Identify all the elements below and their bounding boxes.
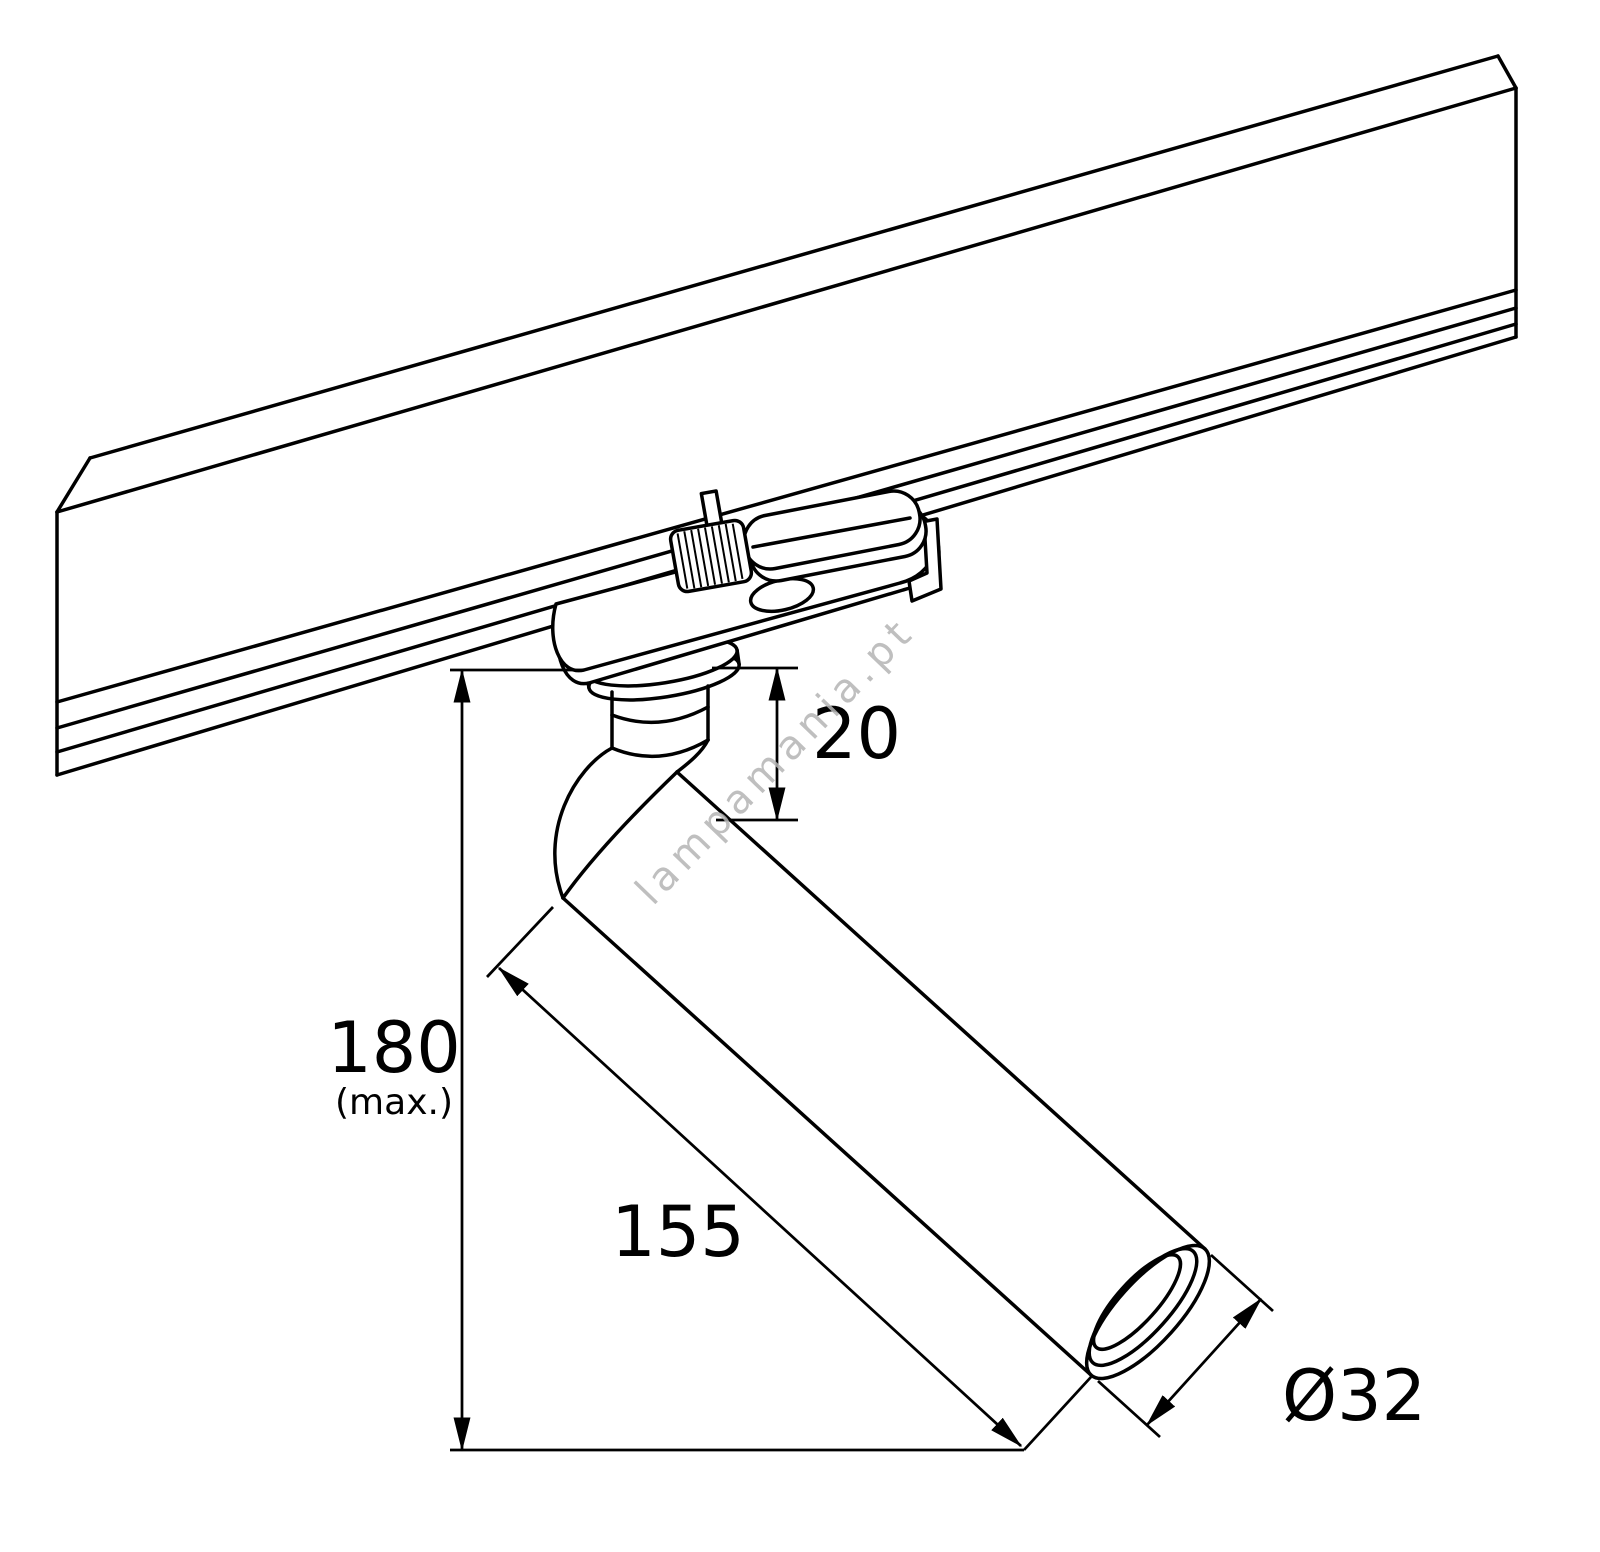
dim32-label: Ø32 [1282, 1355, 1426, 1437]
swivel-neck [610, 684, 710, 750]
knob-knurling [676, 523, 744, 589]
neck-collar-line [610, 705, 710, 725]
dim155-label: 155 [611, 1191, 745, 1273]
neck-sides [610, 684, 710, 750]
locking-knob [668, 518, 754, 594]
elbow-outer-curve [553, 746, 614, 900]
cam-edge-line [751, 516, 912, 549]
spotlight [553, 684, 1212, 1381]
dim32-upper-extension [1210, 1253, 1274, 1313]
dim180-qualifier: (max.) [335, 1082, 453, 1123]
rail-groove-line-1 [55, 288, 1518, 704]
dimension-annotations: 20 180 (max.) 155 Ø32 [327, 666, 1426, 1452]
track-adapter [551, 489, 943, 757]
dim180-bottom-diagonal-extension [1022, 1376, 1093, 1451]
dim20-label: 20 [812, 693, 901, 775]
dimension-diameter-32: Ø32 [1097, 1253, 1426, 1439]
neck-bottom-arc [610, 738, 710, 759]
flange-right-side [735, 648, 741, 666]
rail-left-top-cap [55, 456, 92, 514]
dim155-rear-extension [485, 906, 555, 978]
dim155-arrow-line [497, 966, 1023, 1448]
dimension-length-155: 155 [485, 906, 1023, 1448]
swivel-neck-fill [612, 684, 708, 757]
rail-right-top-cap [1496, 54, 1518, 90]
rail-top-front-edge [55, 86, 1518, 514]
dim32-lower-extension [1097, 1379, 1161, 1439]
rail-top-back-edge [88, 54, 1500, 460]
lamp-body-rear-seam [561, 770, 679, 900]
elbow-inner-curve [675, 738, 710, 774]
dim180-label: 180 [327, 1007, 461, 1089]
dimension-height-180: 180 (max.) [327, 668, 1093, 1452]
dimension-drop-20: 20 [712, 666, 901, 822]
dim32-arrow-line [1145, 1297, 1263, 1427]
